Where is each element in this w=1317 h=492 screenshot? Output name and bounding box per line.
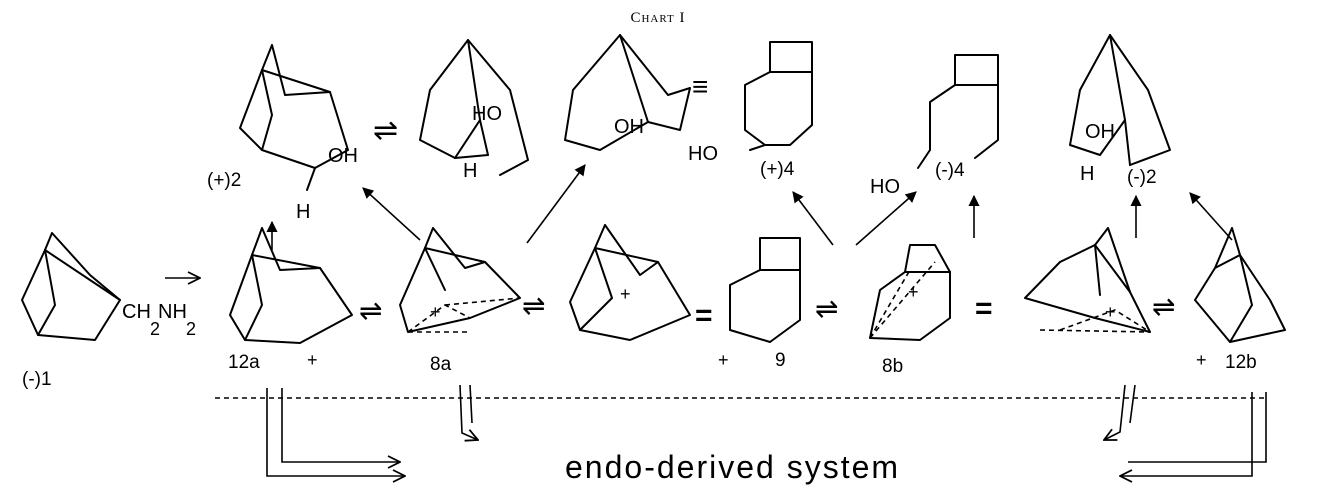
label-12b: 12b xyxy=(1225,352,1257,373)
label-8b: 8b xyxy=(882,356,903,377)
label-8a: 8a xyxy=(430,354,452,375)
equals-sign-2: = xyxy=(975,292,993,325)
svg-text:NH: NH xyxy=(158,301,187,323)
equilibrium-9-8b: ⇌ xyxy=(815,293,838,324)
svg-text:+: + xyxy=(307,350,318,370)
chart-title: Chart I xyxy=(630,10,685,26)
svg-text:H: H xyxy=(463,160,477,182)
svg-text:OH: OH xyxy=(328,145,358,167)
svg-text:2: 2 xyxy=(150,319,160,339)
cation-8b-nonclassical: + xyxy=(1024,227,1151,333)
svg-text:CH: CH xyxy=(122,301,151,323)
label-plus-4: (+)4 xyxy=(760,159,795,180)
oh-inside: OH xyxy=(614,116,644,138)
label-plus-2: (+)2 xyxy=(207,170,241,191)
cation-8a: + xyxy=(399,227,521,333)
svg-text:+: + xyxy=(1196,350,1207,370)
label-amine: (-)1 xyxy=(22,369,52,390)
cation-9: + xyxy=(718,237,801,370)
identical-symbol: ≡ xyxy=(692,71,708,102)
molecule-plus-2: OH H xyxy=(239,44,358,223)
equilibrium-8a-cation: ⇌ xyxy=(522,290,545,321)
cation-12a: + xyxy=(229,227,353,370)
label-9: 9 xyxy=(775,350,786,371)
bracket-arrows xyxy=(266,384,1267,476)
svg-text:+: + xyxy=(430,302,441,322)
svg-text:+: + xyxy=(620,284,631,304)
svg-text:+: + xyxy=(1105,302,1116,322)
svg-text:HO: HO xyxy=(870,176,900,198)
molecule-bicyclooctanol-1: HO H xyxy=(419,39,529,182)
equilibrium-12a-8a: ⇌ xyxy=(359,295,382,326)
equilibrium-8b-12b: ⇌ xyxy=(1152,291,1175,322)
svg-text:+: + xyxy=(908,282,919,302)
molecule-amine: CH 2 NH 2 xyxy=(21,232,196,341)
footer-caption: endo-derived system xyxy=(565,449,900,485)
svg-text:2: 2 xyxy=(186,319,196,339)
molecule-bicyclooctanol-2 xyxy=(564,34,691,151)
product-arrows xyxy=(266,164,1233,250)
svg-text:+: + xyxy=(718,350,729,370)
label-minus-4: (-)4 xyxy=(935,160,965,181)
equals-sign-1: = xyxy=(695,299,713,332)
cation-8b: + xyxy=(869,244,951,341)
cation-classical: + xyxy=(569,224,691,341)
molecule-minus-2: OH H xyxy=(1069,34,1171,185)
label-12a: 12a xyxy=(228,352,260,373)
molecule-minus-4: HO xyxy=(870,54,999,198)
equilibrium-arrow: ⇌ xyxy=(373,114,398,147)
svg-text:OH: OH xyxy=(1085,121,1115,143)
svg-text:H: H xyxy=(296,201,310,223)
molecule-plus-4: HO xyxy=(688,41,813,165)
cation-12b: + xyxy=(1194,227,1286,370)
svg-text:HO: HO xyxy=(472,103,502,125)
svg-text:H: H xyxy=(1080,163,1094,185)
svg-text:HO: HO xyxy=(688,143,718,165)
label-minus-2: (-)2 xyxy=(1127,167,1157,188)
